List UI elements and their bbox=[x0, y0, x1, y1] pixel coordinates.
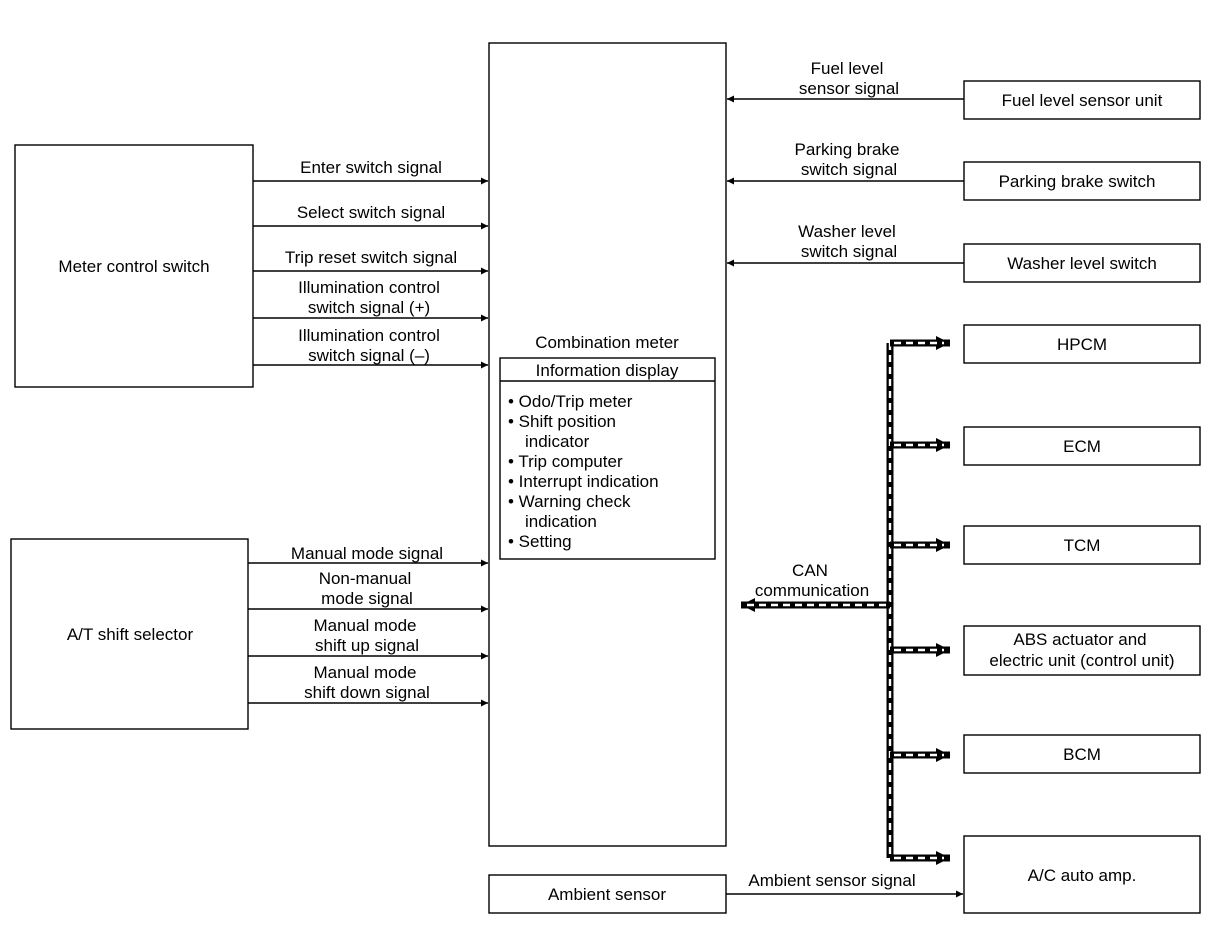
tcm-label: TCM bbox=[1064, 536, 1101, 555]
illumination-plus-label-line1: Illumination control bbox=[298, 278, 440, 297]
abs-actuator-box bbox=[963, 625, 1201, 676]
meter-control-switch-block: Meter control switch Enter switch signal… bbox=[14, 144, 488, 388]
ambient-sensor-label: Ambient sensor bbox=[548, 885, 666, 904]
ambient-sensor-signal-label: Ambient sensor signal bbox=[748, 871, 915, 890]
non-manual-mode-label-line2: mode signal bbox=[321, 589, 413, 608]
info-item: • Setting bbox=[508, 532, 572, 551]
ac-auto-amp-box bbox=[963, 835, 1201, 914]
bcm-label: BCM bbox=[1063, 745, 1101, 764]
illumination-plus-label-line2: switch signal (+) bbox=[308, 298, 430, 317]
illumination-minus-label-line1: Illumination control bbox=[298, 326, 440, 345]
tcm-box bbox=[963, 525, 1201, 565]
ecm-label: ECM bbox=[1063, 437, 1101, 456]
parking-brake-block: Parking brake switch Parking brake switc… bbox=[727, 140, 1201, 201]
info-item: indicator bbox=[525, 432, 590, 451]
information-display-title: Information display bbox=[536, 361, 679, 380]
washer-level-block: Washer level switch Washer level switch … bbox=[727, 222, 1201, 283]
can-units: HPCM ECM TCM ABS actuator and electric u… bbox=[963, 324, 1201, 914]
washer-level-signal-line1: Washer level bbox=[798, 222, 896, 241]
shift-up-label-line1: Manual mode bbox=[313, 616, 416, 635]
ac-auto-amp-label: A/C auto amp. bbox=[1028, 866, 1137, 885]
information-display-box bbox=[499, 357, 716, 560]
shift-down-label-line2: shift down signal bbox=[304, 683, 430, 702]
parking-brake-signal-line1: Parking brake bbox=[795, 140, 900, 159]
abs-actuator-label-line1: ABS actuator and bbox=[1013, 630, 1146, 649]
fuel-level-sensor-label: Fuel level sensor unit bbox=[1002, 91, 1163, 110]
info-item: • Interrupt indication bbox=[508, 472, 659, 491]
ambient-sensor-block: Ambient sensor Ambient sensor signal bbox=[488, 871, 963, 914]
info-item: indication bbox=[525, 512, 597, 531]
can-bus: CAN communication bbox=[741, 336, 950, 865]
fuel-level-signal-line1: Fuel level bbox=[811, 59, 884, 78]
shift-down-label-line1: Manual mode bbox=[313, 663, 416, 682]
parking-brake-signal-line2: switch signal bbox=[801, 160, 897, 179]
fuel-level-block: Fuel level sensor unit Fuel level sensor… bbox=[727, 59, 1201, 120]
can-label-line2: communication bbox=[755, 581, 869, 600]
hpcm-box bbox=[963, 324, 1201, 364]
shift-selector-box bbox=[10, 538, 249, 730]
fuel-level-signal-line2: sensor signal bbox=[799, 79, 899, 98]
trip-reset-switch-signal-label: Trip reset switch signal bbox=[285, 248, 457, 267]
shift-selector-label: A/T shift selector bbox=[67, 625, 194, 644]
combination-meter-label: Combination meter bbox=[535, 333, 679, 352]
parking-brake-switch-box bbox=[963, 161, 1201, 201]
info-item: • Trip computer bbox=[508, 452, 623, 471]
shift-selector-block: A/T shift selector Manual mode signal No… bbox=[10, 538, 488, 730]
info-item: • Odo/Trip meter bbox=[508, 392, 633, 411]
abs-actuator-label-line2: electric unit (control unit) bbox=[989, 651, 1174, 670]
info-item: • Shift position bbox=[508, 412, 616, 431]
meter-control-switch-label: Meter control switch bbox=[58, 257, 209, 276]
enter-switch-signal-label: Enter switch signal bbox=[300, 158, 442, 177]
info-item: • Warning check bbox=[508, 492, 631, 511]
manual-mode-signal-label: Manual mode signal bbox=[291, 544, 443, 563]
ecm-box bbox=[963, 426, 1201, 466]
washer-level-signal-line2: switch signal bbox=[801, 242, 897, 261]
meter-control-switch-box bbox=[14, 144, 254, 388]
illumination-minus-label-line2: switch signal (–) bbox=[308, 346, 430, 365]
non-manual-mode-label-line1: Non-manual bbox=[319, 569, 412, 588]
ambient-sensor-box bbox=[488, 874, 727, 914]
fuel-level-sensor-box bbox=[963, 80, 1201, 120]
washer-level-switch-label: Washer level switch bbox=[1007, 254, 1157, 273]
can-label-line1: CAN bbox=[792, 561, 828, 580]
parking-brake-switch-label: Parking brake switch bbox=[999, 172, 1156, 191]
hpcm-label: HPCM bbox=[1057, 335, 1107, 354]
combination-meter-block: Combination meter Information display • … bbox=[488, 42, 727, 847]
select-switch-signal-label: Select switch signal bbox=[297, 203, 445, 222]
shift-up-label-line2: shift up signal bbox=[315, 636, 419, 655]
bcm-box bbox=[963, 734, 1201, 774]
